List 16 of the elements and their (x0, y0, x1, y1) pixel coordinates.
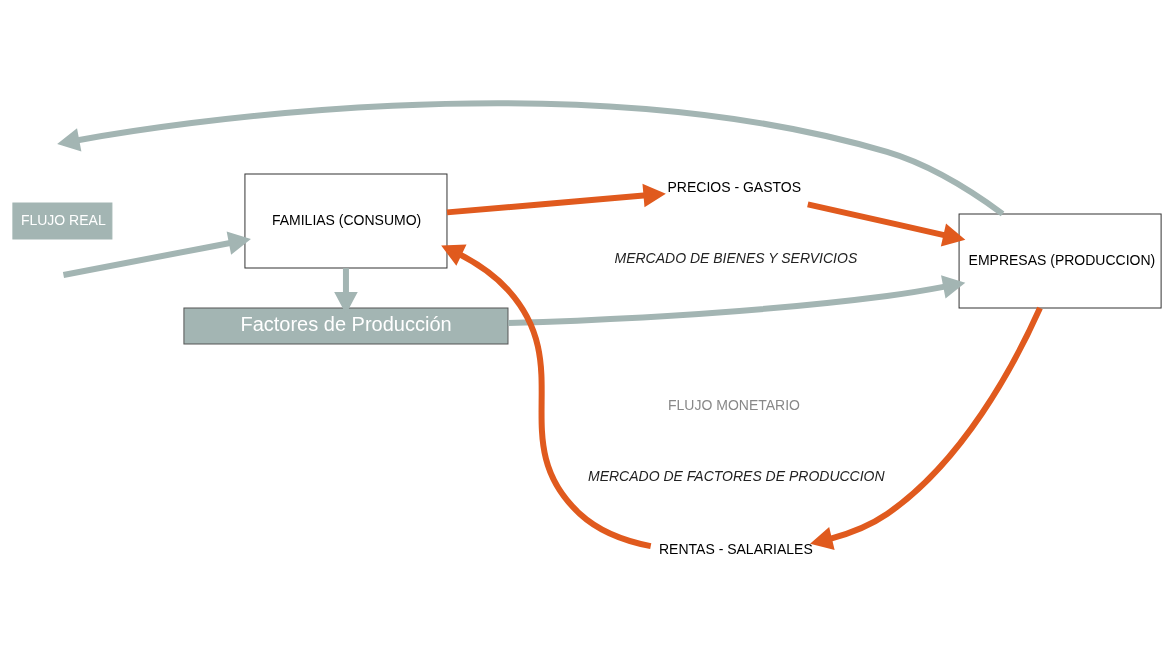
node-text: RENTAS - SALARIALES (659, 540, 813, 557)
arrow (57, 100, 1005, 217)
arrow (810, 306, 1043, 550)
arrow (62, 231, 251, 278)
legend-label: FLUJO REAL (20, 211, 106, 228)
node-box: EMPRESAS (PRODUCCION) (958, 213, 1162, 309)
node-text: PRECIOS - GASTOS (667, 178, 802, 195)
node-box: Factores de Producción (183, 307, 509, 345)
arrow (441, 244, 652, 550)
arrow (446, 183, 666, 216)
label: MERCADO DE BIENES Y SERVICIOS (614, 249, 858, 266)
node-box: FAMILIAS (CONSUMO) (244, 173, 448, 269)
arrow (807, 201, 966, 247)
label: MERCADO DE FACTORES DE PRODUCCION (588, 467, 885, 484)
label: FLUJO MONETARIO (668, 396, 800, 413)
arrow (508, 275, 966, 327)
